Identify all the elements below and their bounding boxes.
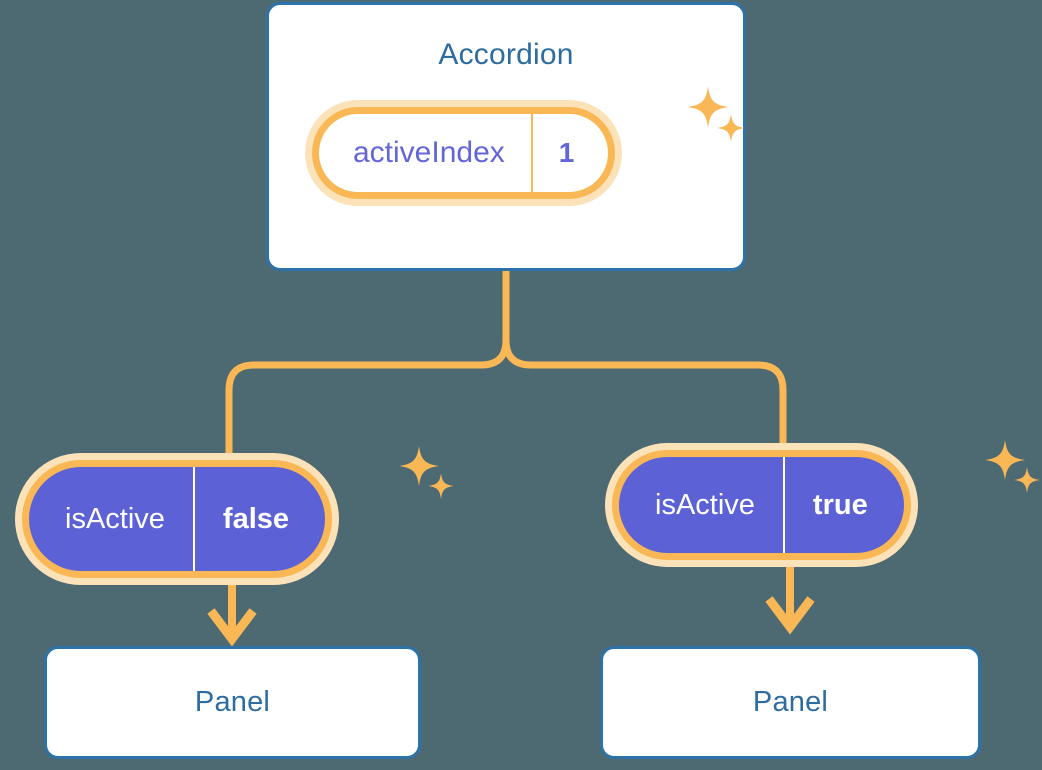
state-pill-value: 1 [530,114,609,192]
prop-pill-key: isActive [655,488,755,521]
state-pill-active-index[interactable]: activeIndex 1 [312,107,616,199]
prop-pill-is-active-true[interactable]: isActive true [612,450,911,560]
panel-card-right[interactable]: Panel [600,646,981,759]
prop-pill-value: true [782,457,904,553]
component-title: Accordion [438,38,574,71]
prop-pill-key: isActive [65,502,165,535]
arrow-left-pill-to-panel [207,582,257,647]
arrow-right-pill-to-panel [765,566,815,635]
prop-pill-value: false [192,467,325,571]
panel-title: Panel [194,686,271,718]
sparkle-icon-left [399,446,454,499]
panel-title: Panel [752,686,829,718]
prop-pill-is-active-false[interactable]: isActive false [22,460,333,578]
state-pill-key: activeIndex [353,136,505,169]
connector-root-to-bus [225,267,510,459]
sparkle-icon-right [985,440,1040,493]
panel-card-left[interactable]: Panel [44,646,421,759]
connector-root-to-right-child [502,267,787,451]
